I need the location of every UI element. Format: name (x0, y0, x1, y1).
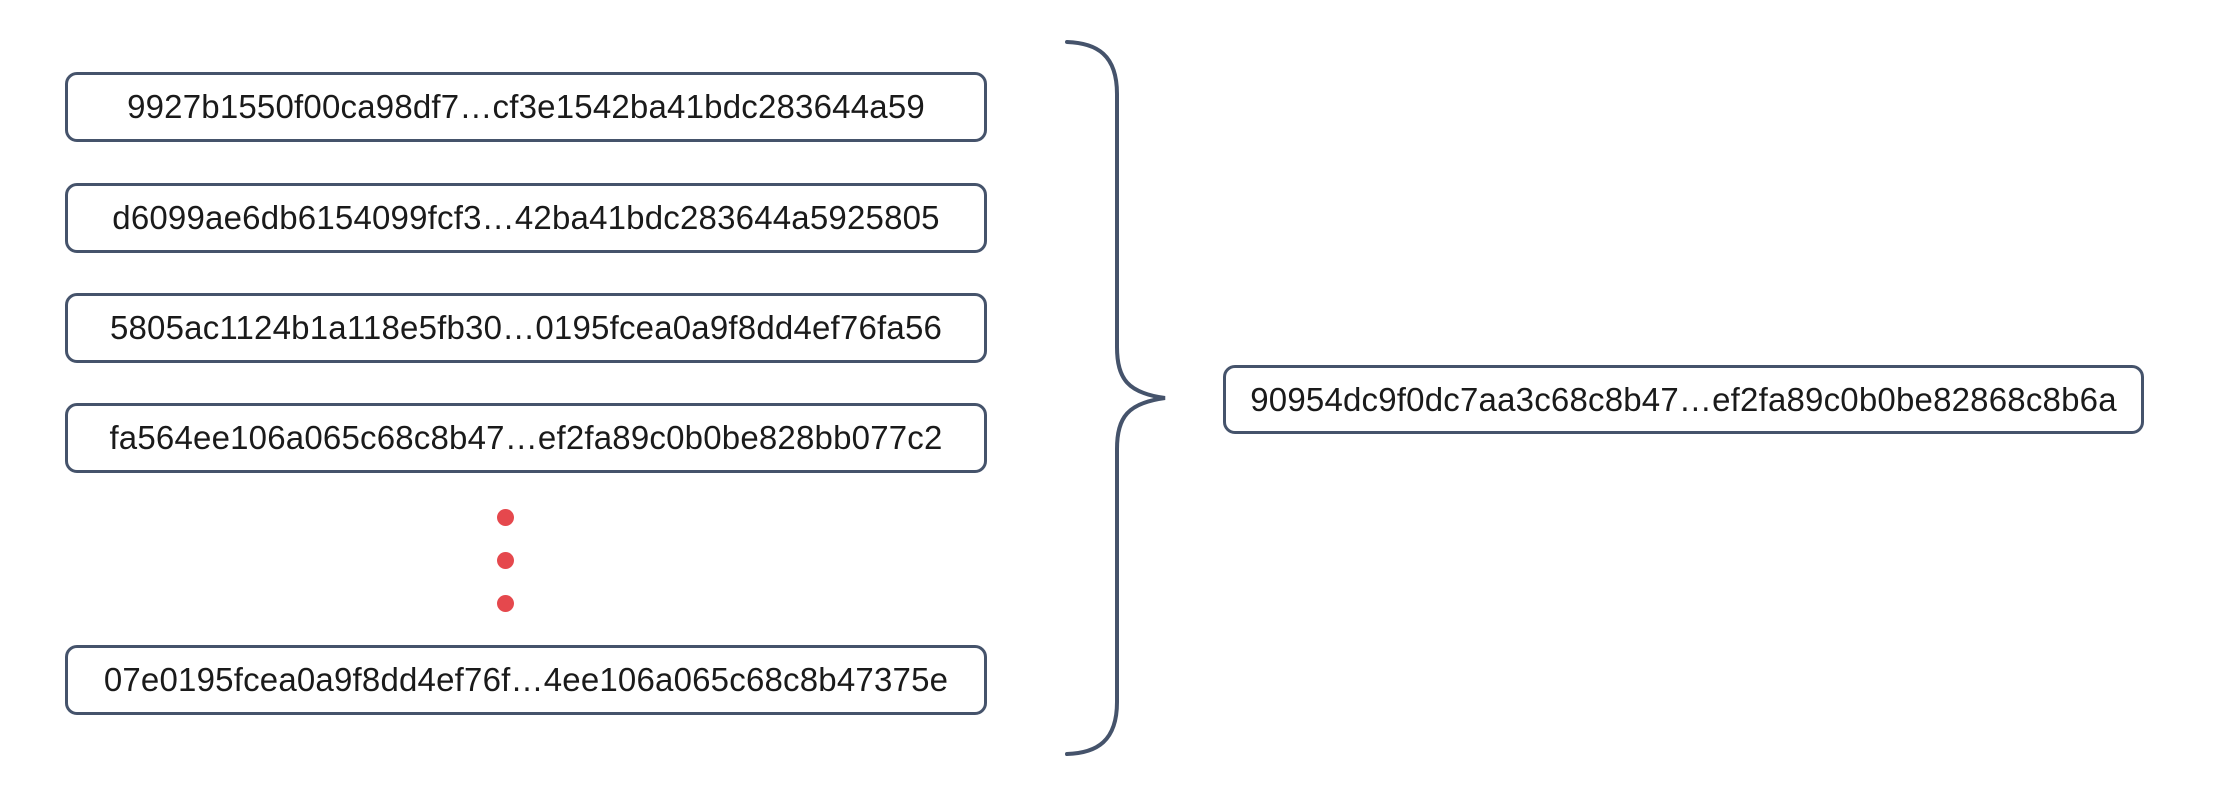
combined-hash-text: 90954dc9f0dc7aa3c68c8b47…ef2fa89c0b0be82… (1250, 380, 2117, 418)
ellipsis-dot (497, 552, 514, 569)
hash-box-5: 07e0195fcea0a9f8dd4ef76f…4ee106a065c68c8… (65, 645, 987, 715)
ellipsis-dot (497, 595, 514, 612)
hash-text-2: d6099ae6db6154099fcf3…42ba41bdc283644a59… (112, 199, 940, 236)
hash-box-4: fa564ee106a065c68c8b47…ef2fa89c0b0be828b… (65, 403, 987, 473)
hash-text-3: 5805ac1124b1a118e5fb30…0195fcea0a9f8dd4e… (109, 309, 943, 346)
hash-text-4: fa564ee106a065c68c8b47…ef2fa89c0b0be828b… (109, 419, 943, 456)
hash-box-2: d6099ae6db6154099fcf3…42ba41bdc283644a59… (65, 183, 987, 253)
vertical-ellipsis-icon (497, 509, 514, 612)
ellipsis-dot (497, 509, 514, 526)
curly-brace-path (1065, 40, 1166, 756)
hash-text-1: 9927b1550f00ca98df7…cf3e1542ba41bdc28364… (127, 88, 925, 125)
combined-hash-box: 90954dc9f0dc7aa3c68c8b47…ef2fa89c0b0be82… (1223, 365, 2144, 434)
hash-box-1: 9927b1550f00ca98df7…cf3e1542ba41bdc28364… (65, 72, 987, 142)
hash-text-5: 07e0195fcea0a9f8dd4ef76f…4ee106a065c68c8… (103, 661, 949, 698)
hash-box-3: 5805ac1124b1a118e5fb30…0195fcea0a9f8dd4e… (65, 293, 987, 363)
